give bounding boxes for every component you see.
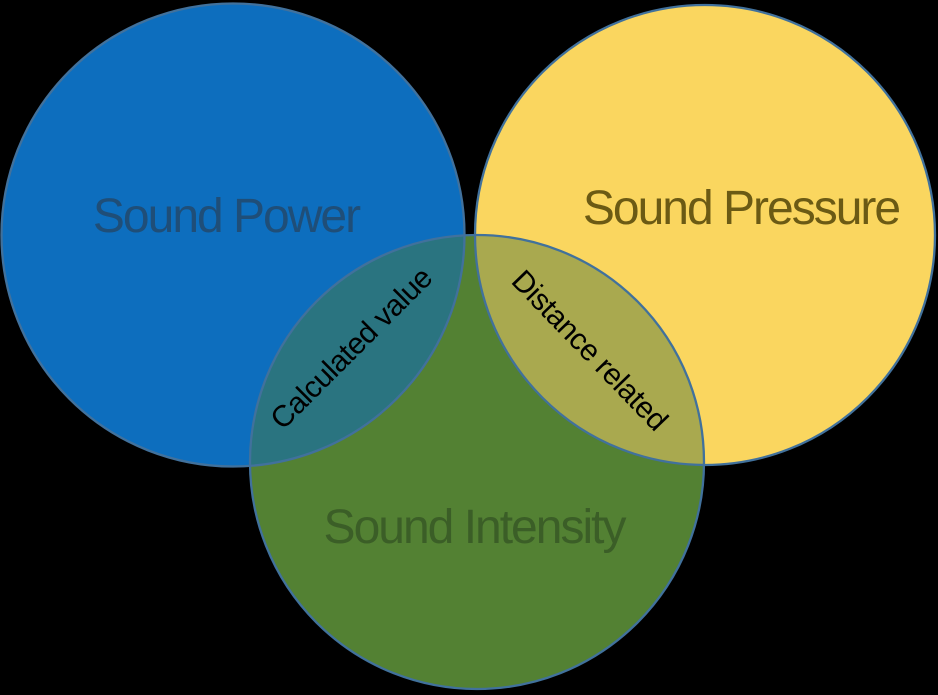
label-sound-power: Sound Power xyxy=(92,190,361,243)
label-sound-intensity: Sound Intensity xyxy=(323,501,627,554)
outline-sound-intensity xyxy=(248,233,706,691)
overlap-distance-related-region xyxy=(475,235,704,465)
label-sound-pressure: Sound Pressure xyxy=(582,182,901,235)
overlap-calculated-value-region xyxy=(250,235,465,467)
outline-sound-pressure xyxy=(473,3,937,467)
outline-sound-power xyxy=(0,2,466,468)
